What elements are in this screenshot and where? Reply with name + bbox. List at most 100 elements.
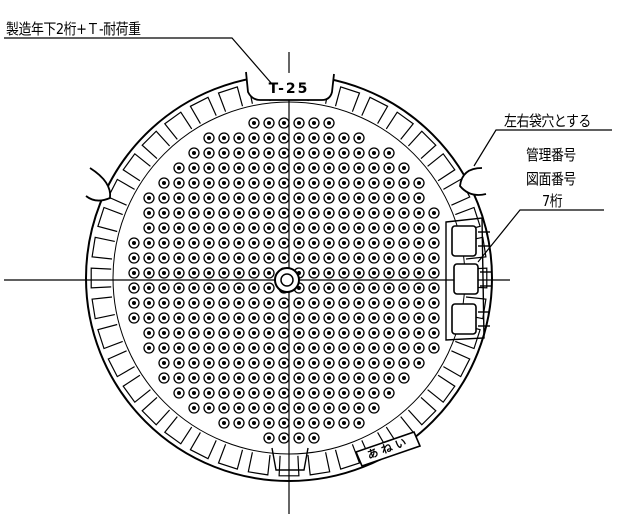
cover-hole-center	[192, 271, 196, 275]
cover-hole-center	[372, 151, 376, 155]
label-mgmt-number: 管理番号	[526, 146, 576, 164]
cover-hole	[413, 282, 425, 294]
cover-hole	[368, 267, 380, 279]
cover-hole	[233, 372, 245, 384]
cover-hole	[188, 252, 200, 264]
cover-hole-center	[252, 331, 256, 335]
cover-hole	[218, 342, 230, 354]
cover-hole-center	[297, 121, 301, 125]
cover-hole-center	[282, 316, 286, 320]
cover-hole-center	[387, 391, 391, 395]
rim-tooth	[91, 236, 115, 260]
cover-hole	[368, 372, 380, 384]
cover-hole	[353, 177, 365, 189]
cover-hole	[308, 162, 320, 174]
cover-hole	[263, 372, 275, 384]
cover-hole-center	[387, 241, 391, 245]
rim-tooth	[407, 130, 437, 160]
cover-hole-center	[177, 361, 181, 365]
rim-tooth	[97, 206, 123, 233]
cover-hole-center	[402, 346, 406, 350]
cover-hole	[308, 432, 320, 444]
cover-hole	[158, 282, 170, 294]
cover-hole-center	[387, 181, 391, 185]
cover-hole-center	[312, 421, 316, 425]
cover-hole-center	[147, 331, 151, 335]
cover-hole	[383, 207, 395, 219]
cover-hole	[158, 312, 170, 324]
rim-tooth	[107, 178, 135, 206]
cover-hole-center	[357, 406, 361, 410]
cover-hole-center	[177, 241, 181, 245]
cover-hole-center	[237, 361, 241, 365]
cover-hole-center	[162, 316, 166, 320]
cover-hole-center	[147, 286, 151, 290]
cover-hole	[218, 132, 230, 144]
cover-hole-center	[327, 361, 331, 365]
cover-hole-center	[327, 331, 331, 335]
cover-hole-center	[207, 301, 211, 305]
cover-hole-center	[252, 121, 256, 125]
cover-hole-center	[252, 376, 256, 380]
cover-hole	[353, 342, 365, 354]
cover-hole-center	[147, 226, 151, 230]
cover-hole	[323, 222, 335, 234]
cover-hole-center	[267, 301, 271, 305]
rim-tooth	[141, 130, 171, 160]
cover-hole-center	[267, 241, 271, 245]
cover-hole-center	[282, 346, 286, 350]
cover-hole-center	[192, 286, 196, 290]
cover-hole-center	[162, 346, 166, 350]
cover-hole-center	[282, 376, 286, 380]
cover-hole-center	[267, 226, 271, 230]
cover-hole	[428, 297, 440, 309]
cover-hole-center	[357, 226, 361, 230]
cover-hole-center	[267, 121, 271, 125]
cover-hole-center	[327, 196, 331, 200]
cover-hole-center	[132, 301, 136, 305]
cover-hole-center	[342, 421, 346, 425]
cover-hole-center	[162, 331, 166, 335]
cover-hole	[368, 162, 380, 174]
cover-hole-center	[387, 331, 391, 335]
cover-hole-center	[207, 331, 211, 335]
cover-hole-center	[387, 346, 391, 350]
cover-hole-center	[192, 316, 196, 320]
cover-hole	[368, 192, 380, 204]
cover-hole-center	[192, 346, 196, 350]
cover-hole	[398, 162, 410, 174]
cover-hole-center	[387, 271, 391, 275]
cover-hole-center	[387, 376, 391, 380]
cover-hole-center	[252, 151, 256, 155]
cover-hole-center	[177, 316, 181, 320]
cover-hole	[158, 357, 170, 369]
cover-hole	[203, 147, 215, 159]
cover-hole-center	[177, 256, 181, 260]
bottom-notch	[271, 447, 309, 471]
cover-hole-center	[432, 286, 436, 290]
cover-hole	[413, 252, 425, 264]
cover-hole	[173, 327, 185, 339]
cover-hole-center	[222, 346, 226, 350]
cover-hole-center	[327, 421, 331, 425]
cover-hole	[323, 342, 335, 354]
cover-hole-center	[192, 226, 196, 230]
cover-hole-center	[297, 226, 301, 230]
cover-hole-center	[282, 256, 286, 260]
cover-hole-center	[177, 376, 181, 380]
cover-hole-center	[282, 391, 286, 395]
cover-hole	[218, 312, 230, 324]
rim-tooth	[189, 432, 217, 460]
cover-hole-center	[342, 316, 346, 320]
cover-hole	[338, 147, 350, 159]
cover-hole-center	[372, 211, 376, 215]
cover-hole	[308, 417, 320, 429]
cover-hole	[293, 207, 305, 219]
cover-hole-center	[222, 136, 226, 140]
cover-hole	[158, 177, 170, 189]
cover-hole-center	[207, 376, 211, 380]
cover-hole-center	[402, 286, 406, 290]
cover-hole	[383, 237, 395, 249]
cover-hole	[353, 387, 365, 399]
cover-hole-center	[312, 331, 316, 335]
